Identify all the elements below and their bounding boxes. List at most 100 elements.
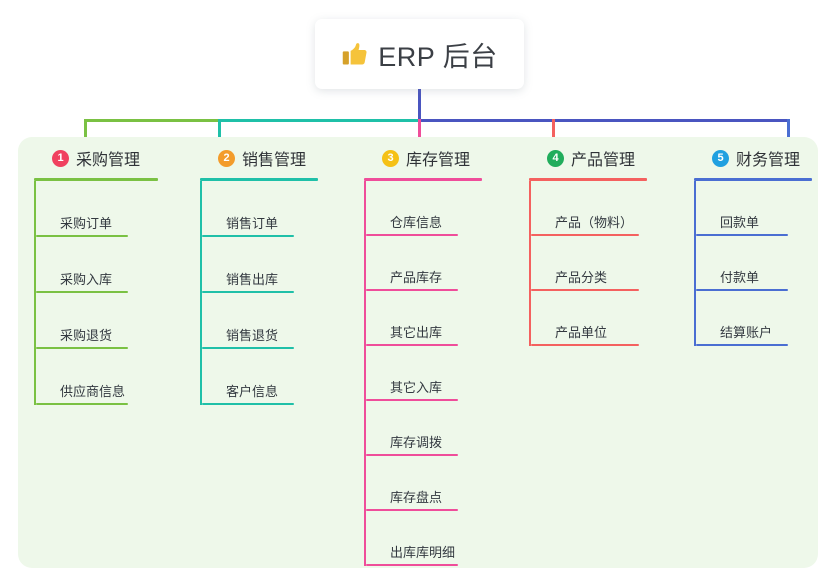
leaf-rule [366,234,458,236]
leaf-stem [200,293,202,349]
leaf-rule [366,399,458,401]
leaf-label: 采购入库 [60,272,113,287]
thumbs-up-icon [341,40,369,68]
leaf-stem [200,349,202,405]
leaf-item[interactable]: 仓库信息 [364,181,529,236]
leaf-item[interactable]: 产品库存 [364,236,529,291]
leaf-stem [34,293,36,349]
leaf-stem [364,346,366,401]
leaf-stem [529,181,531,236]
diagram-panel [18,137,818,568]
leaf-label: 采购退货 [60,328,113,343]
leaf-item[interactable]: 产品单位 [529,291,694,346]
leaf-label: 供应商信息 [60,384,126,399]
column-rule-5 [694,178,812,181]
leaf-rule [36,291,128,293]
leaf-item[interactable]: 结算账户 [694,291,839,346]
leaf-rule [531,289,639,291]
leaf-label: 其它入库 [390,380,443,395]
column-rule-1 [34,178,158,181]
leaf-stem [200,237,202,293]
root-title: ERP 后台 [378,41,498,72]
leaf-stem [694,236,696,291]
leaf-item[interactable]: 客户信息 [200,349,360,405]
leaf-rule [36,403,128,405]
leaf-label: 结算账户 [720,325,773,340]
leaf-stem [364,181,366,236]
leaf-rule [36,347,128,349]
column-badge-3: 3 [382,149,399,167]
leaf-stem [200,181,202,237]
leaf-rule [202,347,294,349]
column-2: 2 销售管理销售订单销售出库销售退货客户信息 [200,146,360,405]
leaf-rule [202,291,294,293]
column-title-2: 销售管理 [242,152,307,169]
leaf-item[interactable]: 回款单 [694,181,839,236]
leaf-label: 其它出库 [390,325,443,340]
column-header-4[interactable]: 4 产品管理 [529,146,694,170]
leaf-label: 销售订单 [226,216,279,231]
leaf-rule [696,234,788,236]
leaf-item[interactable]: 采购入库 [34,237,194,293]
leaf-rule [202,235,294,237]
leaf-item[interactable]: 出库库明细 [364,511,529,566]
leaf-item[interactable]: 其它出库 [364,291,529,346]
leaf-rule [366,289,458,291]
column-leaves-3: 仓库信息产品库存其它出库其它入库库存调拨库存盘点出库库明细 [364,181,529,566]
leaf-item[interactable]: 其它入库 [364,346,529,401]
column-title-4: 产品管理 [571,152,636,169]
leaf-item[interactable]: 产品分类 [529,236,694,291]
column-badge-4: 4 [547,149,564,167]
leaf-label: 产品单位 [555,325,608,340]
leaf-rule [36,235,128,237]
leaf-item[interactable]: 供应商信息 [34,349,194,405]
leaf-item[interactable]: 采购订单 [34,181,194,237]
leaf-stem [529,236,531,291]
leaf-label: 库存调拨 [390,435,443,450]
leaf-stem [364,291,366,346]
leaf-rule [366,454,458,456]
root-node[interactable]: ERP 后台 [315,19,524,89]
column-leaves-5: 回款单付款单结算账户 [694,181,839,346]
leaf-label: 产品分类 [555,270,608,285]
leaf-rule [366,344,458,346]
column-header-2[interactable]: 2 销售管理 [200,146,360,170]
leaf-label: 产品（物料） [555,215,634,230]
leaf-rule [696,289,788,291]
column-rule-2 [200,178,318,181]
column-title-5: 财务管理 [736,152,801,169]
leaf-label: 回款单 [720,215,760,230]
leaf-item[interactable]: 销售出库 [200,237,360,293]
column-rule-3 [364,178,482,181]
leaf-rule [366,509,458,511]
leaf-rule [531,344,639,346]
leaf-stem [529,291,531,346]
leaf-item[interactable]: 产品（物料） [529,181,694,236]
leaf-stem [34,181,36,237]
leaf-item[interactable]: 付款单 [694,236,839,291]
leaf-label: 销售出库 [226,272,279,287]
leaf-label: 出库库明细 [390,545,456,560]
leaf-item[interactable]: 销售订单 [200,181,360,237]
column-leaves-4: 产品（物料） 产品分类产品单位 [529,181,694,346]
leaf-item[interactable]: 库存调拨 [364,401,529,456]
leaf-item[interactable]: 采购退货 [34,293,194,349]
leaf-label: 采购订单 [60,216,113,231]
leaf-stem [364,511,366,566]
leaf-label: 产品库存 [390,270,443,285]
leaf-label: 库存盘点 [390,490,443,505]
leaf-item[interactable]: 库存盘点 [364,456,529,511]
column-badge-1: 1 [52,149,69,167]
leaf-label: 仓库信息 [390,215,443,230]
leaf-stem [364,236,366,291]
leaf-item[interactable]: 销售退货 [200,293,360,349]
column-leaves-1: 采购订单采购入库采购退货供应商信息 [34,181,194,405]
column-badge-2: 2 [218,149,235,167]
